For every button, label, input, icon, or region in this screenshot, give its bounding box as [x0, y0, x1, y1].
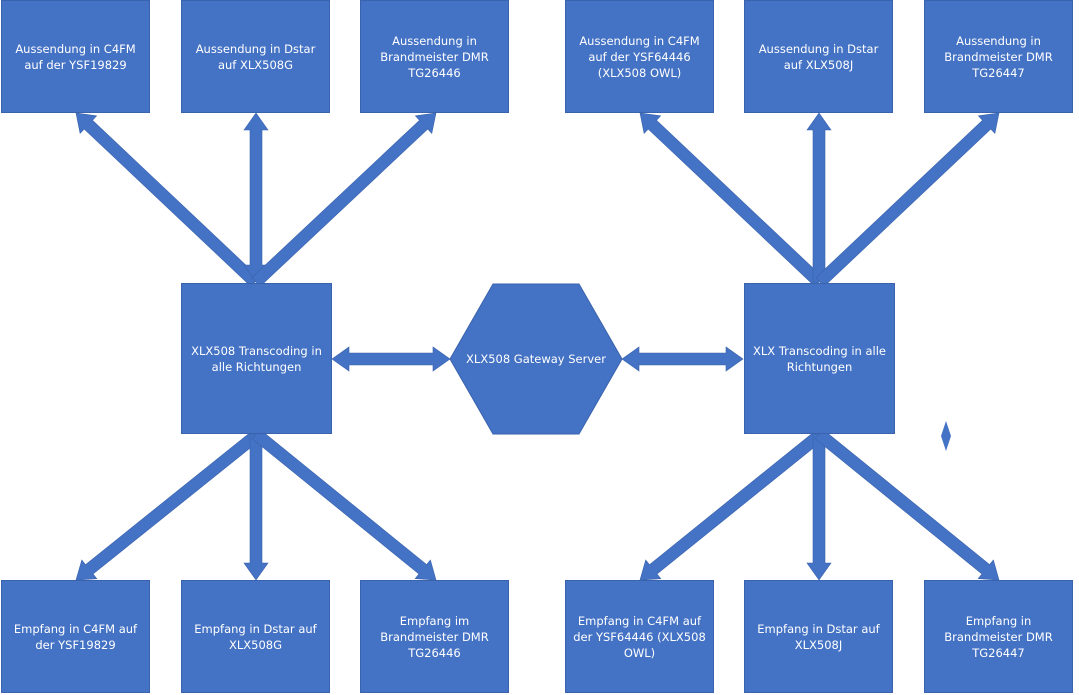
right-top-dstar-box: Aussendung in Dstar auf XLX508J [744, 0, 893, 113]
left-top-dstar-box: Aussendung in Dstar auf XLX508G [181, 0, 330, 113]
left-top-dmr-box: Aussendung in Brandmeister DMR TG26446 [360, 0, 509, 113]
gateway-label: XLX508 Gateway Server [466, 352, 606, 366]
right-bottom-c4fm-box: Empfang in C4FM auf der YSF64446 (XLX508… [565, 580, 714, 693]
arrow-right-hub-to-dmr-bottom [814, 428, 1000, 581]
left-transcoding-hub: XLX508 Transcoding in alle Richtungen [181, 283, 332, 434]
arrow-left-hub-to-dmr-top [251, 112, 437, 287]
gateway-hexagon [449, 283, 623, 435]
arrow-left-hub-to-dstar-top [243, 112, 269, 283]
arrow-left-hub-to-dstar-bottom [243, 433, 269, 581]
right-bottom-dstar-box: Empfang in Dstar auf XLX508J [744, 580, 893, 693]
arrow-right-hub-to-dstar-bottom [806, 433, 832, 581]
right-transcoding-hub: XLX Transcoding in alle Richtungen [744, 283, 895, 434]
arrow-left-hub-to-dmr-bottom [251, 428, 437, 581]
left-bottom-dstar-box: Empfang in Dstar auf XLX508G [181, 580, 330, 693]
arrow-left-hub-to-gateway [331, 346, 451, 372]
arrow-right-hub-to-dmr-top [815, 112, 1000, 287]
arrow-right-hub-to-c4fm-bottom [639, 428, 826, 581]
arrow-left-hub-to-c4fm-bottom [75, 428, 263, 581]
right-bottom-dmr-box: Empfang in Brandmeister DMR TG26447 [924, 580, 1073, 693]
arrow-left-hub-to-c4fm-top [75, 112, 260, 287]
arrow-gateway-to-right-hub [621, 346, 744, 372]
left-top-c4fm-box: Aussendung in C4FM auf der YSF19829 [1, 0, 150, 113]
right-top-dmr-box: Aussendung in Brandmeister DMR TG26447 [924, 0, 1073, 113]
stray-diamond-shape [941, 421, 951, 451]
left-bottom-c4fm-box: Empfang in C4FM auf der YSF19829 [1, 580, 150, 693]
left-bottom-dmr-box: Empfang im Brandmeister DMR TG26446 [360, 580, 509, 693]
right-top-c4fm-box: Aussendung in C4FM auf der YSF64446 (XLX… [565, 0, 714, 113]
arrow-right-hub-to-c4fm-top [639, 112, 824, 287]
arrow-right-hub-to-dstar-top [806, 112, 832, 283]
